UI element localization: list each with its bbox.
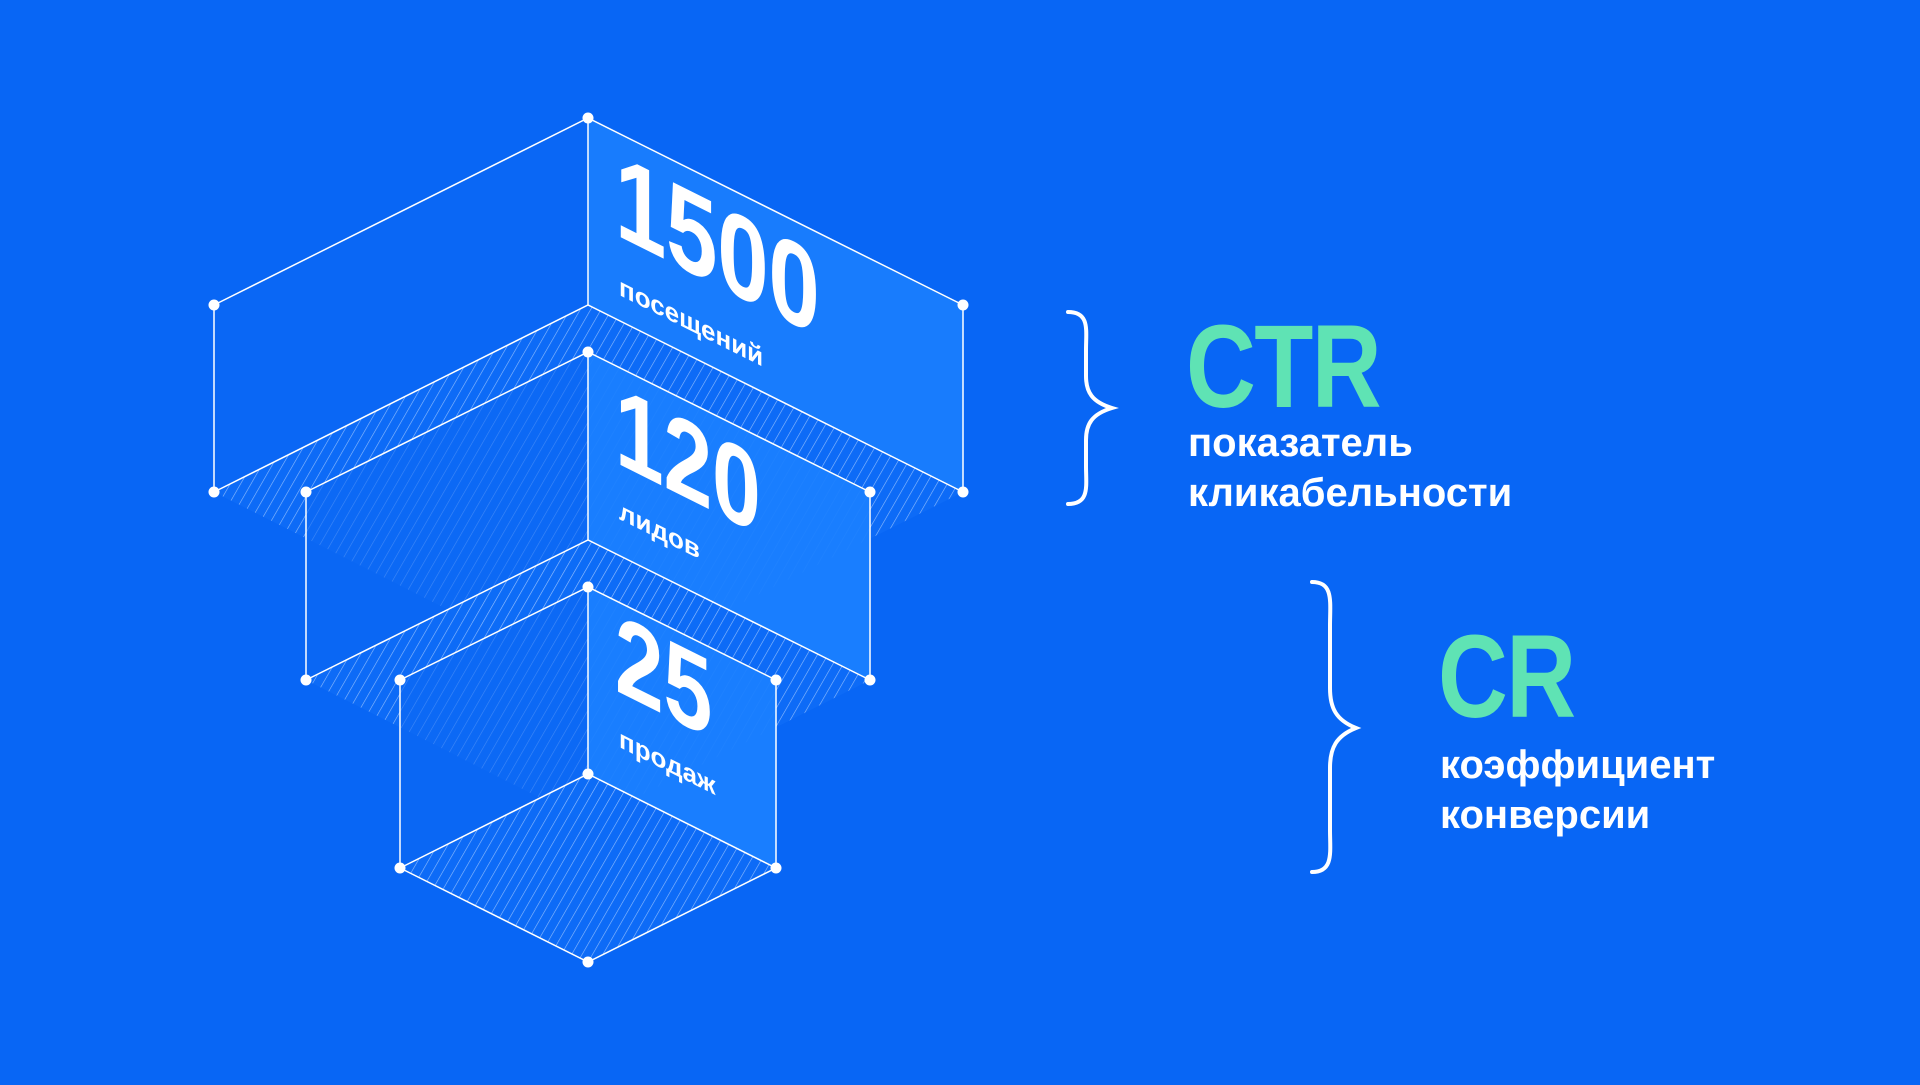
cr-description-line-2: конверсии xyxy=(1440,793,1651,837)
cr-description: коэффициент конверсии xyxy=(1440,740,1715,840)
tier-1-front-face xyxy=(588,118,963,492)
ctr-description: показатель кликабельности xyxy=(1188,418,1512,518)
ctr-description-line-1: показатель xyxy=(1188,421,1413,465)
funnel-tier-3 xyxy=(399,586,778,963)
vertex-dots xyxy=(208,112,969,968)
cr-description-line-1: коэффициент xyxy=(1440,743,1716,787)
ctr-description-line-2: кликабельности xyxy=(1188,471,1513,515)
cr-title: CR xyxy=(1438,611,1576,743)
ctr-brace-icon xyxy=(1066,310,1119,506)
cr-brace-icon xyxy=(1310,580,1362,874)
ctr-title: CTR xyxy=(1186,301,1382,433)
tier-1-left-face xyxy=(214,118,588,492)
tier-2-left-face xyxy=(306,352,588,680)
tier-2-front-face xyxy=(588,352,870,680)
